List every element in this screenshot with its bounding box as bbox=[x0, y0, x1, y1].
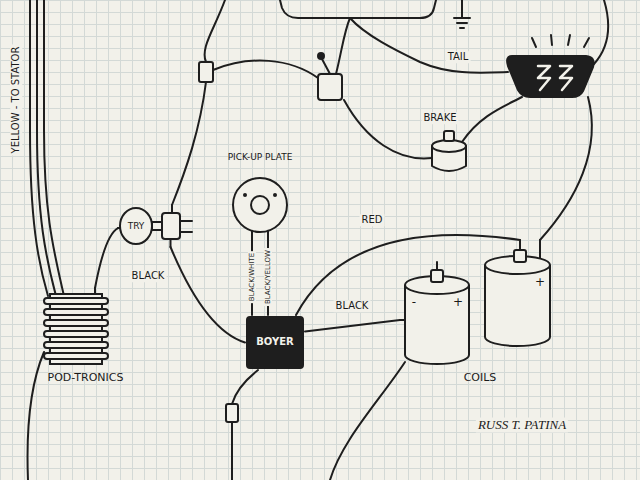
bullet-connector bbox=[199, 62, 213, 82]
stator-wire bbox=[44, 0, 64, 296]
wire-color: BLACK bbox=[334, 300, 371, 312]
coil-terminal bbox=[431, 270, 443, 282]
wire bbox=[540, 97, 592, 240]
brake-switch-plunger bbox=[444, 131, 454, 141]
wire-group bbox=[28, 0, 609, 480]
part-name: COILS bbox=[464, 372, 497, 385]
wire-name: TAIL bbox=[446, 51, 471, 63]
wire bbox=[95, 228, 118, 288]
key-shaft bbox=[152, 222, 162, 230]
polarity-sign: + bbox=[533, 276, 547, 290]
wire bbox=[350, 18, 508, 73]
wire bbox=[330, 362, 405, 480]
wire bbox=[594, 0, 608, 64]
part-name: BRAKE bbox=[421, 112, 458, 124]
wire bbox=[213, 61, 318, 78]
wire-color: BLACK/WHITE bbox=[248, 251, 256, 303]
wire bbox=[305, 320, 400, 332]
lightning-symbol bbox=[538, 66, 572, 90]
toggle-switch bbox=[318, 74, 342, 100]
tail-light bbox=[507, 56, 594, 97]
wire-stub bbox=[252, 231, 268, 240]
wire bbox=[28, 352, 44, 480]
wire bbox=[231, 422, 233, 480]
wire-note: YELLOW - TO STATOR bbox=[10, 45, 22, 156]
polarity-sign: + bbox=[451, 296, 465, 310]
bullet-connector bbox=[226, 404, 238, 422]
pickup-plate-outline bbox=[210, 150, 310, 240]
wire-color: BLACK bbox=[130, 270, 167, 282]
wire bbox=[336, 18, 350, 74]
ignition-key: TRY bbox=[118, 205, 193, 247]
wire bbox=[172, 82, 206, 205]
key-bow bbox=[120, 208, 152, 244]
plate-hub bbox=[251, 196, 269, 214]
coil-body bbox=[485, 265, 550, 346]
coil-terminal bbox=[514, 250, 526, 262]
part-name: BOYER bbox=[256, 336, 294, 348]
rectifier: POD-TRONICS bbox=[38, 288, 133, 392]
stator-wire bbox=[37, 0, 56, 296]
toggle-lever bbox=[322, 59, 330, 74]
light-rays bbox=[532, 35, 589, 47]
part-name: TRY bbox=[128, 221, 145, 231]
coil-body bbox=[405, 285, 469, 364]
wire-color: BLACK/YELLOW bbox=[264, 248, 272, 306]
cooling-fin bbox=[44, 298, 108, 304]
key-switch bbox=[162, 213, 180, 239]
plate-outline bbox=[233, 178, 287, 232]
wire bbox=[232, 370, 258, 404]
toggle-knob bbox=[318, 53, 324, 59]
wire bbox=[462, 97, 522, 142]
cooling-fin bbox=[44, 320, 108, 326]
plate-screw bbox=[273, 193, 277, 197]
wire bbox=[205, 0, 225, 62]
module-box bbox=[247, 317, 303, 368]
polarity-sign: - bbox=[410, 296, 418, 310]
part-name: PICK-UP PLATE bbox=[228, 152, 293, 162]
plate-screw bbox=[243, 193, 247, 197]
wire-stub bbox=[118, 205, 192, 247]
ground-symbol bbox=[454, 0, 470, 28]
coil-pair: COILS bbox=[400, 240, 560, 395]
cooling-fin bbox=[44, 353, 108, 359]
ignition-module: BOYER bbox=[245, 315, 305, 370]
wire bbox=[344, 100, 432, 158]
wire bbox=[171, 247, 246, 343]
headlight bbox=[280, 0, 436, 18]
wire-color: RED bbox=[360, 214, 385, 226]
cooling-fin bbox=[44, 309, 108, 315]
cooling-fin bbox=[44, 331, 108, 337]
pickup-plate: PICK-UP PLATE bbox=[210, 150, 310, 240]
cooling-fin bbox=[44, 342, 108, 348]
part-name: POD-TRONICS bbox=[48, 372, 124, 385]
signature: RUSS T. PATINA bbox=[476, 418, 568, 433]
